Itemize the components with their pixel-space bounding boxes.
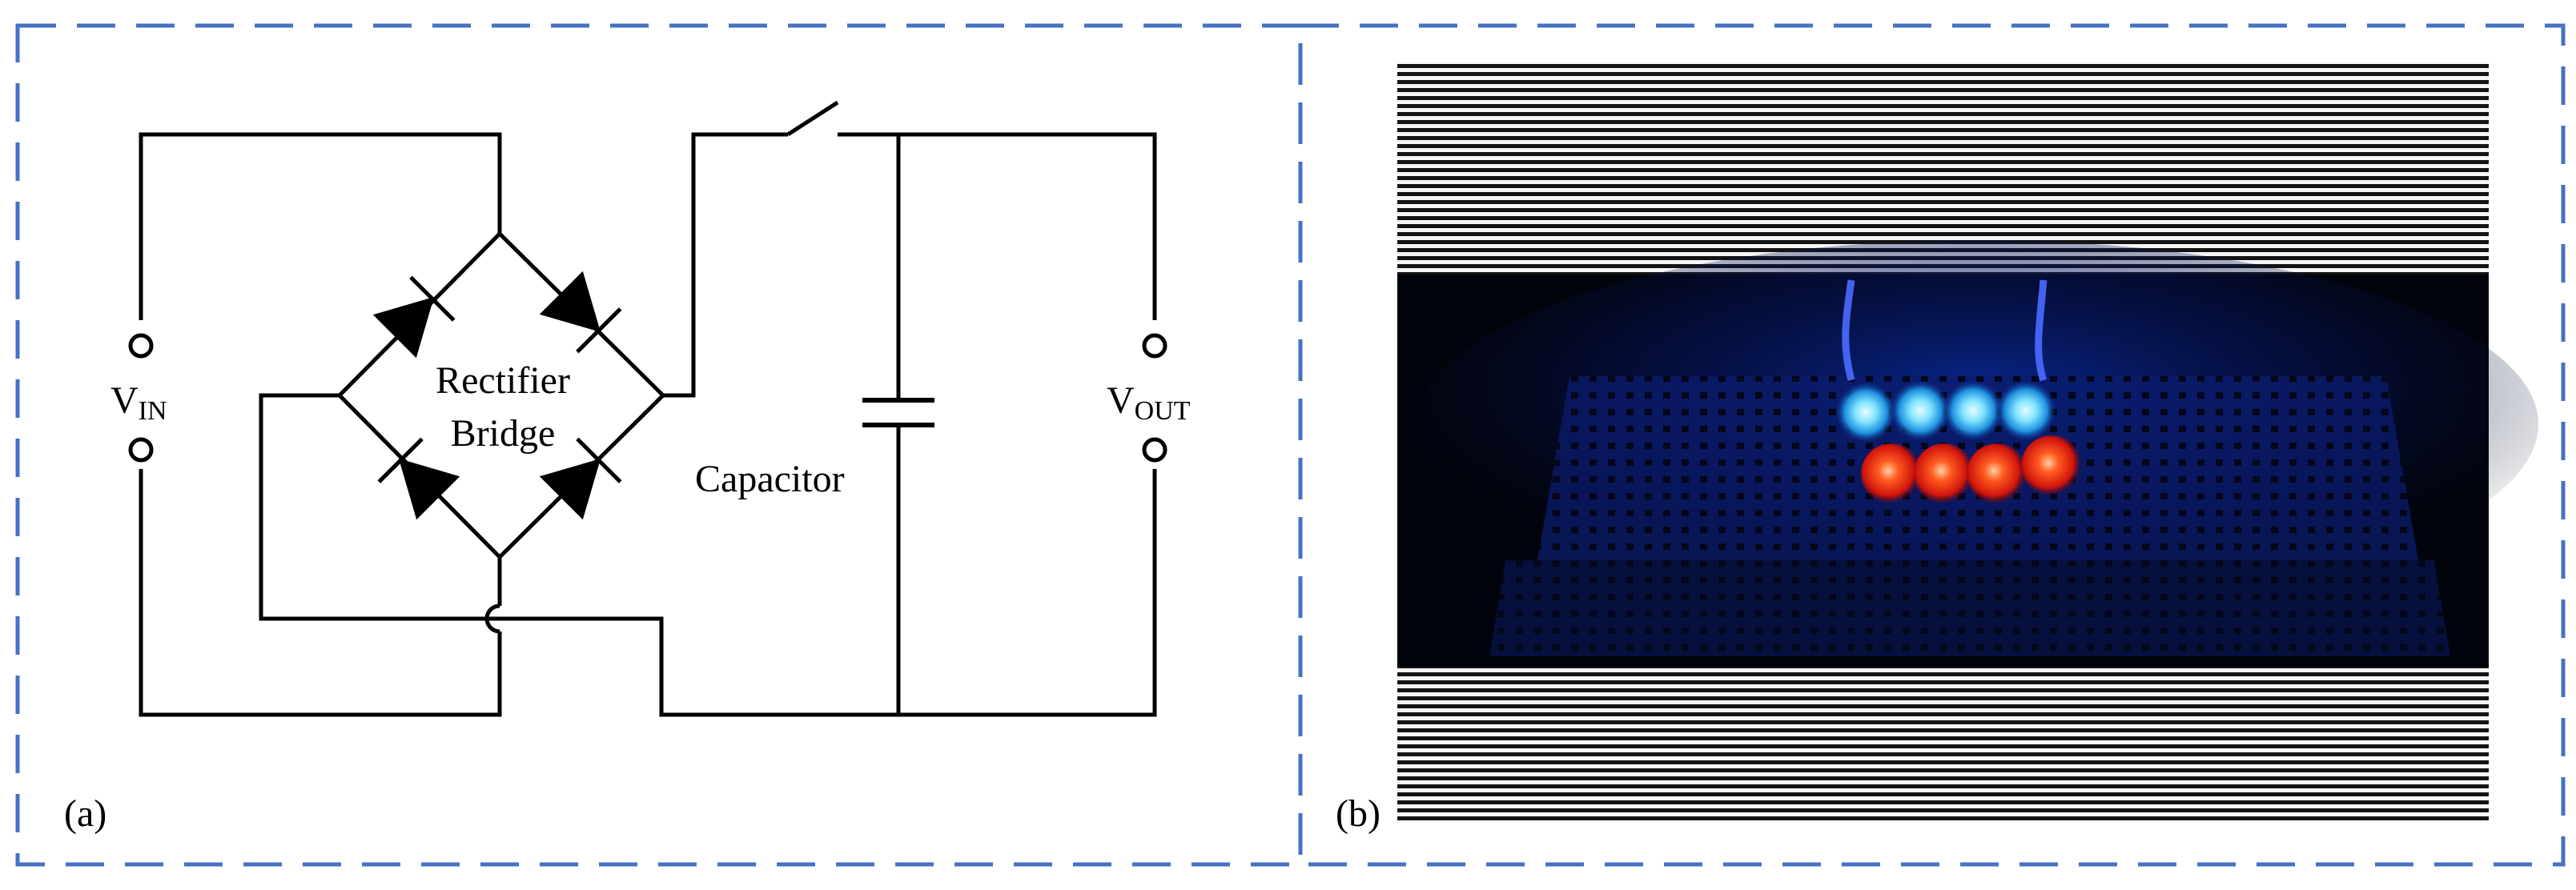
- diodes: [372, 271, 622, 520]
- wire-positive-rail: [838, 132, 1157, 320]
- blue-led: [1943, 380, 2003, 441]
- terminal-vout-top: [1142, 333, 1167, 359]
- panel-b-label: (b): [1336, 792, 1380, 835]
- diode-upper-left: [372, 275, 456, 359]
- bridge-label-line2: Bridge: [451, 412, 556, 455]
- red-led: [1861, 443, 1922, 504]
- panel-b-border: [1298, 23, 2566, 867]
- photo-stripes-top: [1397, 62, 2489, 275]
- photo-wire-left: [1842, 279, 1855, 382]
- photo-stripes-bottom: [1397, 667, 2489, 823]
- frame-dashed-borders: [15, 23, 2566, 867]
- circuit-diagram: [128, 100, 1167, 717]
- bridge-label-line1: Rectifier: [436, 359, 570, 402]
- blue-led: [1835, 382, 1896, 443]
- wire-output-bottom: [898, 469, 1157, 717]
- diode-upper-right: [539, 271, 622, 354]
- photo-wire-right: [2035, 279, 2048, 382]
- capacitor-label: Capacitor: [695, 458, 845, 500]
- diode-lower-right: [539, 437, 622, 520]
- switch-blade: [786, 100, 839, 137]
- red-led: [1914, 443, 1975, 504]
- wire-vin-bottom: [139, 469, 502, 717]
- red-led: [2021, 435, 2082, 496]
- panel-a-border: [15, 23, 1303, 867]
- led-photo: [1397, 62, 2538, 823]
- red-led-row: [1861, 435, 2082, 504]
- vout-label: VOUT: [1107, 379, 1191, 426]
- terminal-vin-bottom: [128, 437, 154, 463]
- breadboard-holes-lower: [1489, 560, 2450, 656]
- terminal-vin-top: [128, 333, 154, 359]
- blue-led-row: [1835, 380, 2056, 443]
- diode-lower-left: [377, 437, 460, 520]
- wire-vin-top: [139, 132, 502, 320]
- panel-a-label: (a): [64, 792, 106, 835]
- blue-led: [1890, 380, 1951, 441]
- wire-positive-to-switch: [663, 132, 788, 398]
- vin-label: VIN: [111, 379, 167, 426]
- red-led: [1967, 443, 2027, 504]
- wire-negative-rail: [259, 393, 898, 717]
- circuit-labels: VIN VOUT Rectifier Bridge Capacitor (a): [64, 359, 1191, 835]
- blue-led: [1995, 380, 2056, 441]
- terminal-vout-bottom: [1142, 437, 1167, 463]
